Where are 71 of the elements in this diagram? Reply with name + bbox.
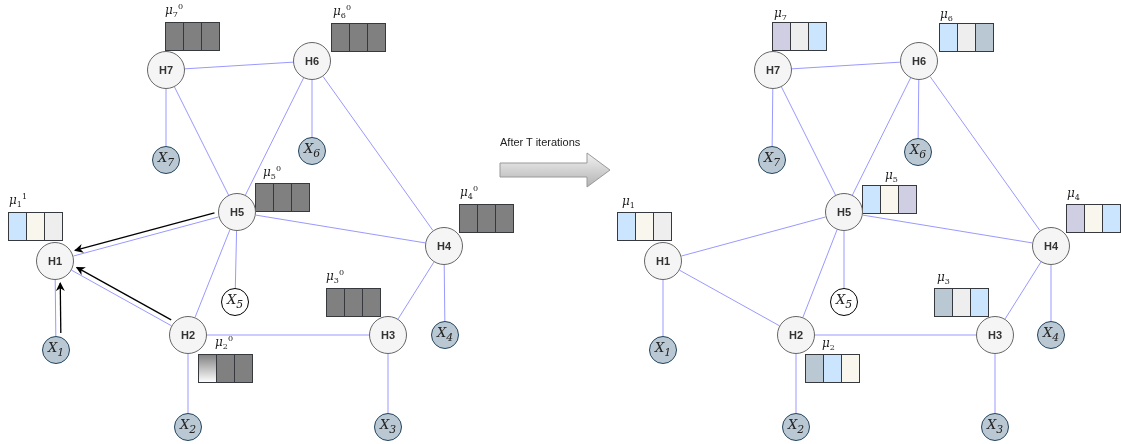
edge-line — [917, 79, 920, 139]
hidden-node-circle: H2 — [777, 316, 815, 354]
edge-line — [443, 264, 446, 322]
edge-line — [234, 230, 238, 289]
arrow-label: After T iterations — [500, 137, 581, 148]
hidden-node-circle: H6 — [293, 42, 331, 80]
memory-label: μ$_{2}$ — [822, 337, 835, 353]
observed-node-circle: X$_{2}$ — [174, 413, 202, 441]
edge-line — [1004, 261, 1042, 320]
edge-line — [244, 77, 305, 196]
observed-node-circle: X$_{1}$ — [649, 336, 677, 364]
memory-label: μ$_{4}$ — [1067, 187, 1080, 203]
message-arrow — [75, 266, 172, 321]
hidden-node-circle: H2 — [169, 316, 207, 354]
observed-node-circle: X$_{6}$ — [904, 138, 932, 166]
edge-line — [54, 279, 57, 337]
edge-line — [184, 61, 294, 70]
memory-label: μ$_{5}$ — [885, 169, 898, 185]
hidden-node-circle: H3 — [369, 316, 407, 354]
hidden-node-circle: H5 — [825, 193, 863, 231]
edge-line — [795, 353, 797, 414]
observed-node-circle: X$_{5}$ — [830, 288, 858, 316]
hidden-node-circle: H1 — [36, 242, 74, 280]
hidden-node-circle: H7 — [754, 51, 792, 89]
observed-node-circle: X$_{2}$ — [782, 413, 810, 441]
edge-line — [771, 88, 774, 147]
observed-node-circle: X$_{6}$ — [298, 137, 326, 165]
hidden-node-circle: H4 — [425, 227, 463, 265]
edge-line — [322, 75, 434, 232]
message-arrow — [55, 282, 65, 334]
edge-line — [843, 230, 845, 289]
memory-label: μ$_{3}$ — [937, 271, 950, 287]
edge-line — [679, 269, 780, 327]
observed-node-circle: X$_{4}$ — [1037, 321, 1065, 349]
observed-node-circle: X$_{7}$ — [152, 146, 180, 174]
edge-line — [851, 77, 912, 196]
hidden-node-circle: H5 — [218, 193, 256, 231]
observed-node-circle: X$_{3}$ — [374, 413, 402, 441]
edge-line — [311, 79, 313, 138]
edge-line — [194, 229, 231, 318]
edge-line — [929, 75, 1041, 232]
observed-node-circle: X$_{4}$ — [431, 321, 459, 349]
observed-node-circle: X$_{3}$ — [981, 413, 1009, 441]
memory-label: μ$_{6}$ — [940, 8, 953, 24]
edge-line — [680, 216, 827, 257]
hidden-node-circle: H6 — [900, 42, 938, 80]
edge-line — [165, 88, 167, 147]
hidden-node-circle: H4 — [1032, 227, 1070, 265]
edge-line — [255, 214, 426, 244]
edge-line — [71, 269, 172, 327]
observed-node-circle: X$_{1}$ — [42, 336, 70, 364]
edge-line — [397, 261, 435, 320]
edge-line — [1050, 264, 1052, 322]
edge-line — [206, 334, 370, 336]
edge-line — [781, 86, 836, 196]
memory-label: μ$_{7}$ — [774, 7, 787, 23]
hidden-node-circle: H7 — [147, 51, 185, 89]
edge-line — [387, 353, 389, 414]
observed-node-circle: X$_{7}$ — [758, 146, 786, 174]
hidden-node-circle: H1 — [644, 242, 682, 280]
edge-line — [187, 353, 189, 414]
edge-line — [174, 86, 229, 196]
edge-line — [814, 334, 977, 336]
edge-line — [802, 229, 838, 318]
hidden-node-circle: H3 — [976, 316, 1014, 354]
edge-line — [791, 61, 901, 70]
observed-node-circle: X$_{5}$ — [221, 288, 249, 316]
edge-line — [662, 279, 664, 337]
edge-line — [994, 353, 996, 414]
memory-label: μ$_{1}$ — [622, 195, 635, 211]
edge-line — [862, 214, 1033, 244]
